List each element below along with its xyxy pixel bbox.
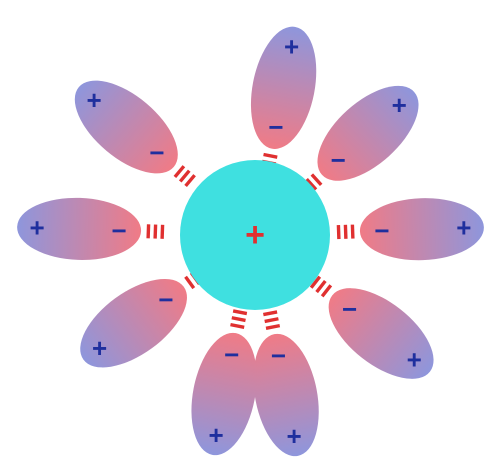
positive-end-symbol: + [30,212,45,242]
negative-end-symbol: − [149,138,164,168]
positive-end-symbol: + [284,32,299,62]
dipole-body [313,271,449,396]
ion-dipole-bond [146,224,164,239]
negative-end-symbol: − [342,294,357,324]
ion-dipole-bond [230,309,247,329]
negative-end-symbol: − [271,341,286,371]
negative-end-symbol: − [268,112,283,142]
central-ion-group: + [180,160,330,310]
positive-end-symbol: + [407,344,422,374]
water-molecule-3: −+ [336,196,485,263]
water-molecule-8: −+ [16,196,165,263]
negative-end-symbol: − [111,215,126,245]
negative-end-symbol: − [374,216,389,246]
positive-end-symbol: + [287,421,302,451]
dipole-body [301,69,435,198]
positive-end-symbol: + [392,90,407,120]
negative-end-symbol: − [158,285,173,315]
central-charge-symbol: + [245,216,265,254]
positive-end-symbol: + [208,420,223,450]
positive-end-symbol: + [87,85,102,115]
ion-dipole-bond [263,310,280,330]
dipole-body [65,262,202,385]
negative-end-symbol: − [224,340,239,370]
ion-dipole-bond [337,225,355,240]
dipole-body [59,63,194,190]
water-molecule-4: −+ [295,257,449,396]
water-molecule-1: −+ [237,21,326,177]
water-molecule-9: −+ [59,63,211,205]
ion-dipole-bond [174,165,196,187]
positive-end-symbol: + [92,333,107,363]
negative-end-symbol: − [331,145,346,175]
positive-end-symbol: + [456,213,471,243]
